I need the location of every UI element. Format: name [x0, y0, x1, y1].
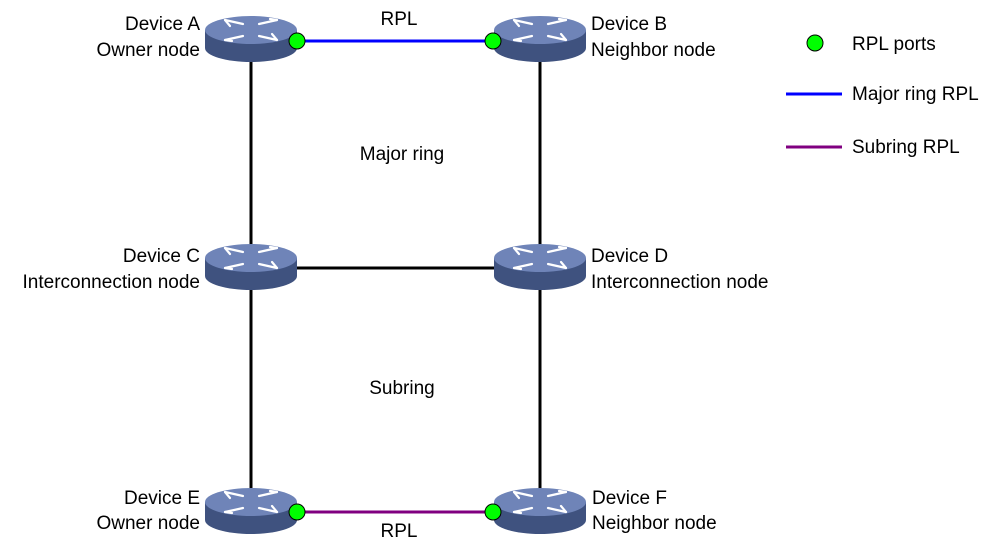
device-c-role: Interconnection node [23, 272, 200, 293]
subring-label: Subring [369, 378, 435, 399]
router-icon-device-a [203, 14, 299, 64]
rpl-label-top: RPL [381, 9, 418, 30]
device-e-role: Owner node [96, 513, 200, 534]
device-f-role: Neighbor node [592, 513, 717, 534]
rpl-label-bottom: RPL [381, 521, 418, 542]
router-icon-device-b [492, 14, 588, 64]
device-f-name: Device F [592, 488, 667, 509]
legend-rpl-ports-label: RPL ports [852, 34, 936, 55]
legend-major-ring-rpl-label: Major ring RPL [852, 84, 979, 105]
legend: RPL ports Major ring RPL Subring RPL [786, 34, 979, 158]
rpl-port-device-a [288, 32, 306, 50]
device-e-name: Device E [124, 488, 200, 509]
device-b-name: Device B [591, 14, 667, 35]
device-b-role: Neighbor node [591, 40, 716, 61]
rpl-port-device-e [288, 503, 306, 521]
rpl-port-device-f [484, 503, 502, 521]
legend-rpl-port-icon [806, 34, 824, 52]
legend-subring-rpl-label: Subring RPL [852, 137, 960, 158]
router-icon-device-d [492, 242, 588, 292]
device-a-name: Device A [125, 14, 200, 35]
router-icon-device-e [203, 486, 299, 536]
major-ring-label: Major ring [360, 144, 444, 165]
device-c-name: Device C [123, 246, 200, 267]
rpl-port-device-b [484, 32, 502, 50]
router-icon-device-f [492, 486, 588, 536]
device-a-role: Owner node [96, 40, 200, 61]
router-icon-device-c [203, 242, 299, 292]
device-d-name: Device D [591, 246, 668, 267]
device-d-role: Interconnection node [591, 272, 768, 293]
